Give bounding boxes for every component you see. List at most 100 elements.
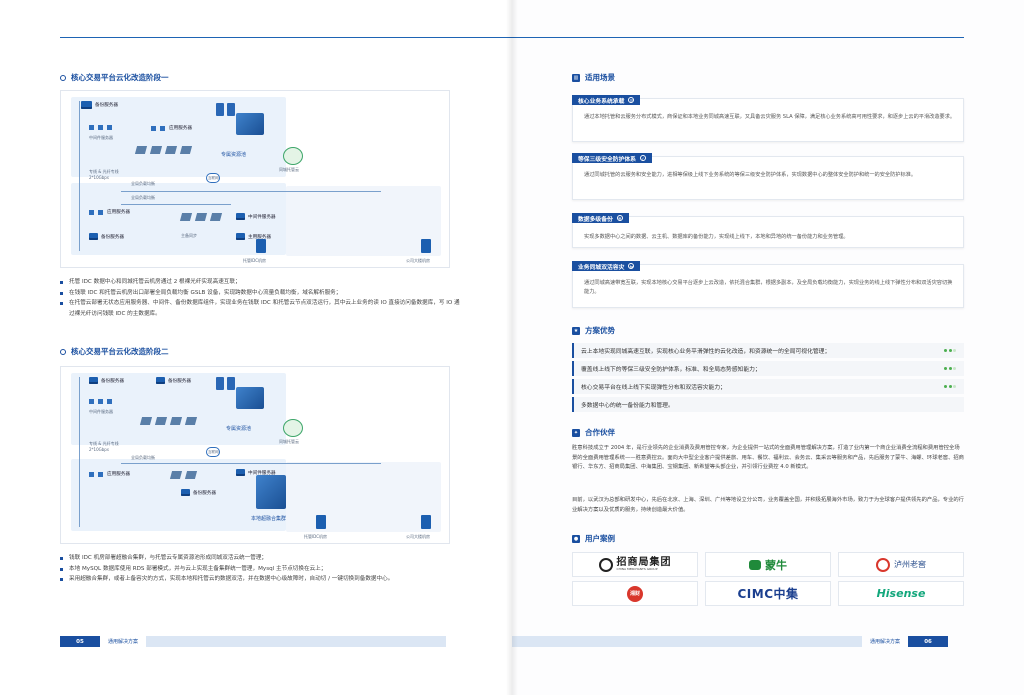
connector xyxy=(121,191,381,192)
label-gslb-1: 全局负载均衡 xyxy=(131,181,155,186)
shield-icon: ✓ xyxy=(639,155,646,161)
node-cubes-1 xyxy=(134,146,193,154)
label-managed-cloud: 同城托管云 xyxy=(279,167,299,172)
cases-heading: ● 用户案例 xyxy=(572,533,615,544)
advantages-title: 方案优势 xyxy=(585,326,615,335)
scenario-label: 核心业务系统承载☰ xyxy=(572,95,641,105)
handshake-icon: ✦ xyxy=(572,428,580,437)
node-app-server: 应用服务器 xyxy=(89,471,130,477)
advantage-item: 云上本地实现同城高速互联，实现核心业务平滑弹性的云化改造，和资源统一的全局可视化… xyxy=(572,343,964,358)
logo-text: Hisense xyxy=(876,587,926,600)
node-middleware xyxy=(89,125,113,130)
scenario-card xyxy=(572,216,964,248)
section1-title: 核心交易平台云化改造阶段一 xyxy=(60,72,169,83)
label-gslb: 全局负载均衡 xyxy=(131,455,155,460)
right-footer: 通用解决方案 06 xyxy=(512,636,949,647)
label-internet: 互联网 xyxy=(208,176,219,180)
zone-idc-top xyxy=(71,97,286,177)
node-resource-pool xyxy=(236,113,264,135)
label-resource-pool: 专属资源池 xyxy=(221,152,247,158)
partners-paragraph: 目前，以武汉为总部和研发中心，先后在北京、上海、深圳、广州等地设立分公司，业务覆… xyxy=(572,497,964,513)
label-fiber: 专线 & 光纤专线 xyxy=(89,169,119,174)
ring-icon xyxy=(60,348,66,355)
logo-text: 湘财 xyxy=(627,585,643,602)
page-number: 05 xyxy=(60,636,100,647)
page-number: 06 xyxy=(908,636,949,647)
connector xyxy=(79,377,80,527)
logo-luzhou-laojiao: 泸州老窖 xyxy=(838,552,964,577)
logo-mengniu: 蒙牛 xyxy=(705,552,831,577)
scenario-text: 通过同城托管的云服务和安全能力，进相等保级上线下业务系统的等保三级安全防护体系，… xyxy=(584,172,917,178)
advantage-item: 覆盖线上线下的等保三级安全防护体系，标准、和全局态势感知能力； xyxy=(572,361,964,376)
scenario-label: 等保三级安全防护体系✓ xyxy=(572,153,652,163)
logo-china-merchants: 招商局集团 CHINA MERCHANTS GROUP xyxy=(572,552,698,577)
node-backup-server: 备份服务器 xyxy=(81,101,118,109)
cases-title: 用户案例 xyxy=(585,534,615,543)
node-cubes-2 xyxy=(179,213,223,221)
connector xyxy=(79,101,80,251)
bullet-item: 钱联 IDC 机房部署超融合集群，与托管云专属资源池形成同城双活云统一管理； xyxy=(60,553,460,564)
scenario-card xyxy=(572,98,964,142)
left-page: 核心交易平台云化改造阶段一 备份服务器 中间件服务器 应用服务器 专属资源池 同… xyxy=(0,0,512,695)
architecture-diagram-1: 备份服务器 中间件服务器 应用服务器 专属资源池 同城托管云 互联网 专线 & … xyxy=(60,90,450,268)
zone-office xyxy=(286,186,441,256)
logo-xiangcai: 湘财 xyxy=(572,581,698,606)
scenario-card xyxy=(572,264,964,308)
label-hci: 本地超融合集群 xyxy=(251,516,287,522)
bullet-item: 本地 MySQL 数据库使用 RDS 部署模式，并与云上实现主备集群统一管理，M… xyxy=(60,564,460,575)
label-bandwidth: 2*10Gbps xyxy=(89,175,109,180)
label-idc: 托管IDC机房 xyxy=(243,258,267,263)
scenario-label: 业务同城双活容灾⇆ xyxy=(572,261,641,271)
partners-paragraph: 胜意科技成立于 2004 年，是行业领先的企业消费及费用管控专家，为企业提供一站… xyxy=(572,445,964,470)
node-app-server-1: 应用服务器 xyxy=(151,125,192,131)
left-footer: 05 通用解决方案 xyxy=(60,636,447,647)
star-icon: ★ xyxy=(572,326,580,335)
node-master-server: 主用服务器 xyxy=(236,233,271,240)
node-cubes-1 xyxy=(139,417,198,425)
managed-cloud-icon xyxy=(283,147,303,165)
idc-building-icon xyxy=(316,515,326,529)
scenarios-title: 适用场景 xyxy=(585,73,615,82)
node-backup-1: 备份服务器 xyxy=(89,377,124,384)
node-cubes-2 xyxy=(169,471,198,479)
logo-subtext: CHINA MERCHANTS GROUP xyxy=(616,567,658,571)
connector xyxy=(121,204,231,205)
internet-cloud-icon xyxy=(206,173,220,183)
advantage-item: 核心交易平台在线上线下实现弹性分布和双活容灾能力； xyxy=(572,379,964,394)
scenario-label: 数据多级备份≡ xyxy=(572,213,629,223)
merchants-emblem-icon xyxy=(598,557,613,572)
ring-icon xyxy=(60,74,66,81)
scenario-text: 通过本地托管和云服务分布式模式，商保证和本地业务同城高速互联，又具备云灾服务 S… xyxy=(584,114,956,120)
label-idc: 托管IDC机房 xyxy=(304,534,328,539)
label-bandwidth: 2*10Gbps xyxy=(89,447,109,452)
label-middleware: 中间件服务器 xyxy=(89,135,113,140)
database-icon: ≡ xyxy=(616,215,623,221)
logo-cimc: CIMC中集 xyxy=(705,581,831,606)
server-icon: ☰ xyxy=(628,97,635,103)
label-managed-cloud: 同城托管云 xyxy=(279,439,299,444)
right-page: ▥ 适用场景 核心业务系统承载☰ 通过本地托管和云服务分布式模式，商保证和本地业… xyxy=(512,0,1024,695)
node-app-server-2: 应用服务器 xyxy=(89,209,130,215)
partners-title: 合作伙伴 xyxy=(585,428,615,437)
section1-title-text: 核心交易平台云化改造阶段一 xyxy=(71,73,169,82)
laojiao-emblem-icon xyxy=(876,557,890,572)
node-hci-cluster xyxy=(256,475,286,509)
top-rule xyxy=(512,37,964,38)
node-backup-2: 备份服务器 xyxy=(156,377,191,384)
bullet-item: 托管 IDC 数据中心和同城托管云机房通过 2 根裸光纤实现高速互联； xyxy=(60,277,460,288)
node-backup-server-2: 备份服务器 xyxy=(89,233,124,240)
zone-idc-top xyxy=(71,373,286,445)
connector xyxy=(121,463,381,464)
internet-cloud-icon xyxy=(206,447,220,457)
sync-icon: ⇆ xyxy=(628,263,635,269)
label-sync: 主备同步 xyxy=(181,233,197,238)
node-middleware-2: 中间件服务器 xyxy=(236,469,276,476)
architecture-diagram-2: 备份服务器 备份服务器 中间件服务器 专属资源池 同城托管云 互联网 专线 & … xyxy=(60,366,450,544)
logo-hisense: Hisense xyxy=(838,581,964,606)
partners-heading: ✦ 合作伙伴 xyxy=(572,427,615,438)
advantages-heading: ★ 方案优势 xyxy=(572,325,615,336)
node-towers xyxy=(216,103,235,116)
scenarios-heading: ▥ 适用场景 xyxy=(572,72,615,83)
managed-cloud-icon xyxy=(283,419,303,437)
mengniu-leaf-icon xyxy=(749,559,761,570)
